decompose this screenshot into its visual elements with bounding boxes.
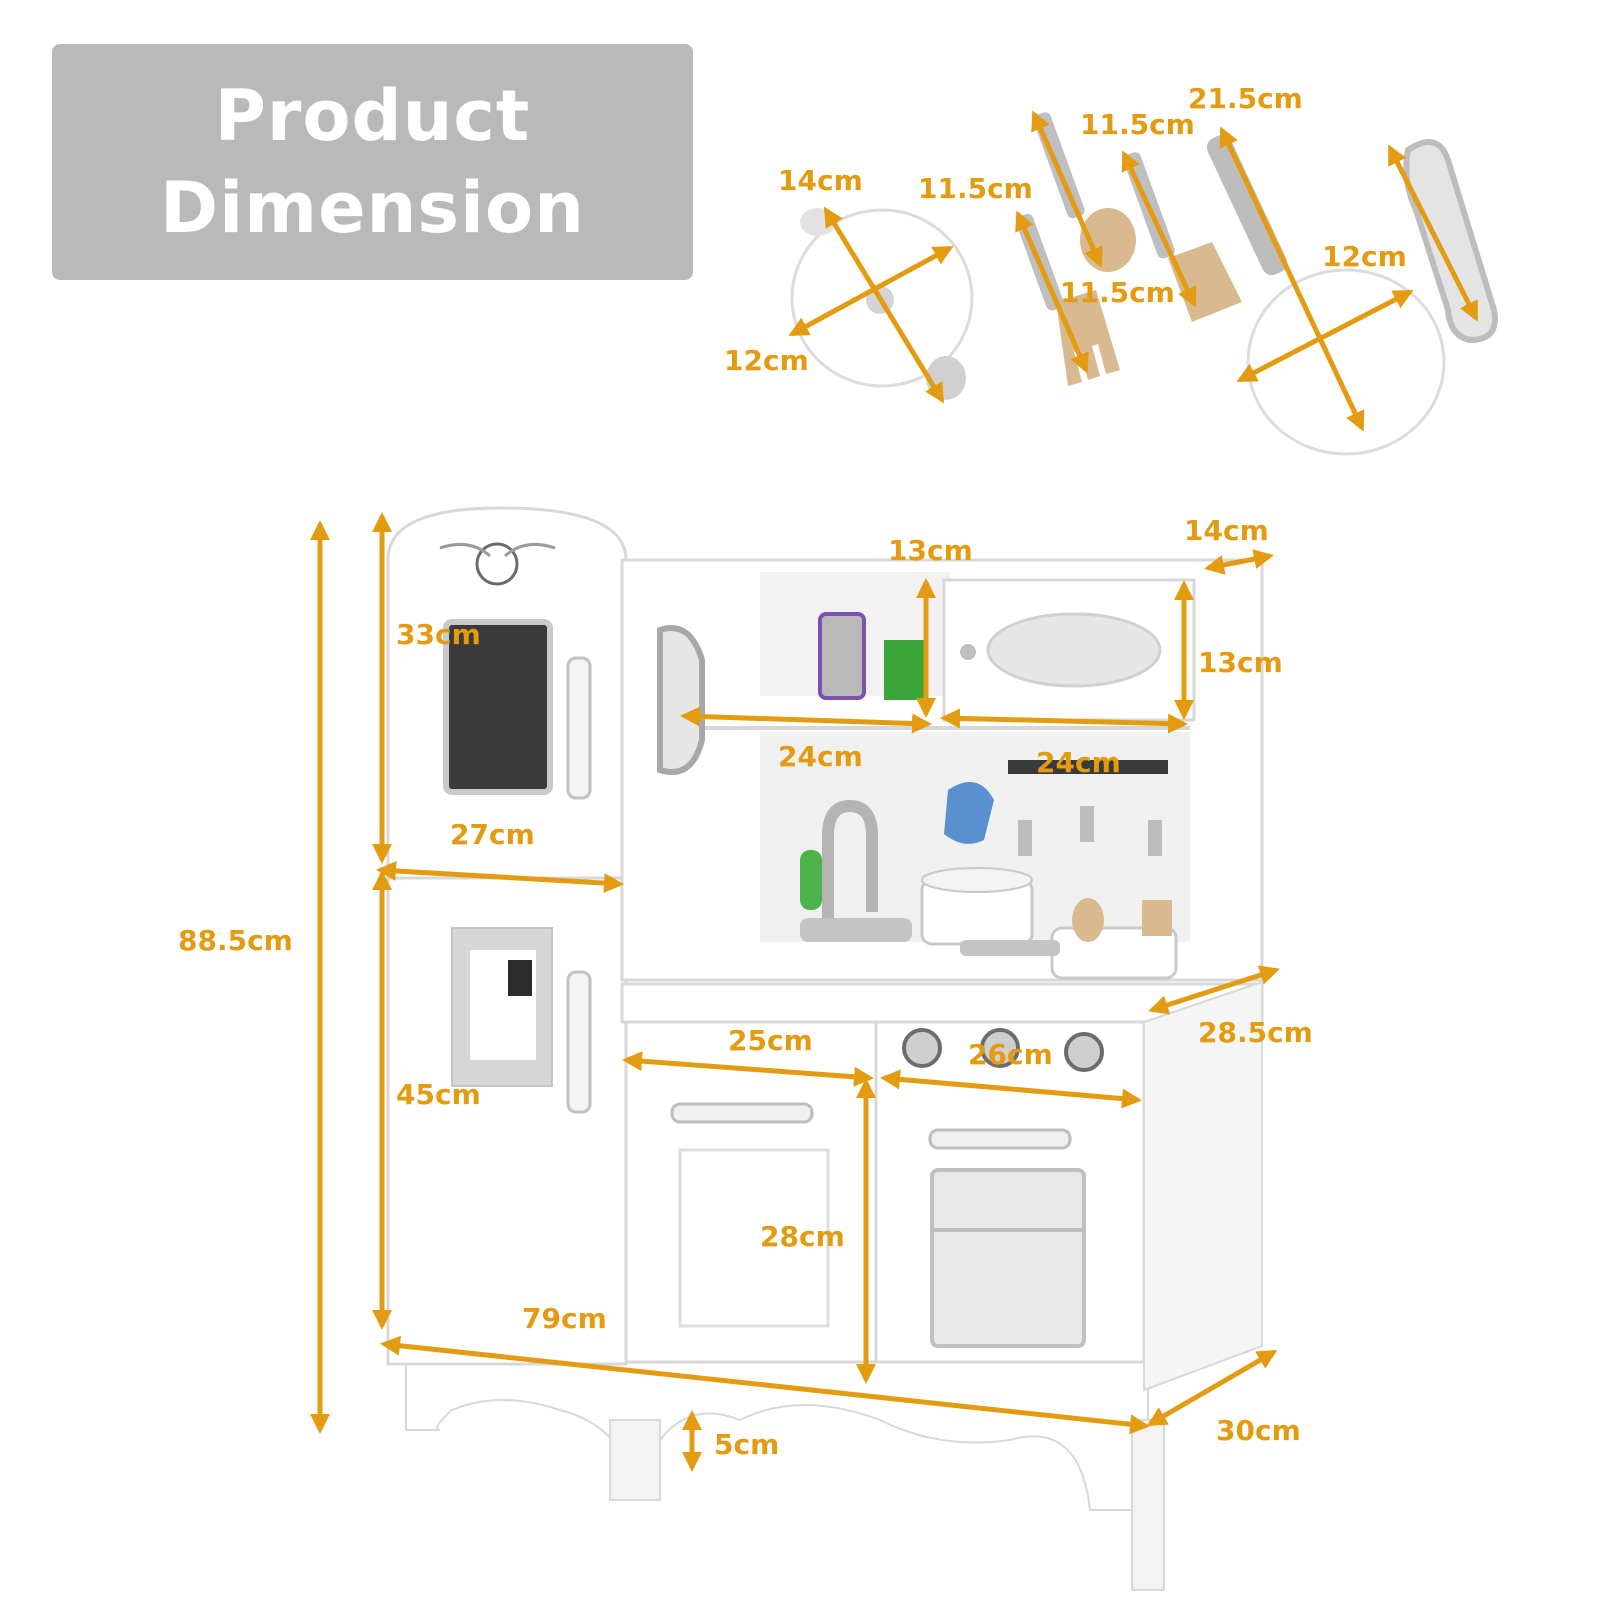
countertop-depth-label: 28.5cm [1198,1016,1313,1049]
cup-icon [884,640,924,700]
shelf-height-label: 13cm [888,534,973,567]
oven-mitt-icon [944,782,994,844]
telephone-icon [657,625,705,775]
clock-icon [439,542,556,586]
oven-window [930,1168,1086,1348]
grater-icon [818,612,866,700]
top-depth-label: 14cm [1184,514,1269,547]
cabinet-handle [670,1102,814,1124]
fridge-lower-handle [566,970,592,1114]
shelf-width-label: 24cm [778,740,863,773]
oven-handle [928,1128,1072,1150]
fridge-width-label: 27cm [450,818,535,851]
depth-label: 30cm [1216,1414,1301,1447]
total-height-label: 88.5cm [178,924,293,957]
cactus-icon [800,850,822,910]
frying-pan-length-label: 21.5cm [1188,82,1303,115]
oven-width-label: 26cm [968,1038,1053,1071]
frying-pan-width-label: 12cm [1322,240,1407,273]
stove-knob-icon [902,1028,1104,1072]
microwave-height-label: 13cm [1198,646,1283,679]
fork-length-label: 11.5cm [918,172,1033,205]
kitchen-illustration [386,506,1264,1591]
faucet-icon [800,799,912,942]
pot-length-label: 14cm [778,164,863,197]
lower-fridge-height-label: 45cm [396,1078,481,1111]
fridge-upper-handle [566,656,592,800]
title-line-1: Product [214,75,531,157]
title-line-2: Dimension [160,167,585,249]
cabinet-height-label: 28cm [760,1220,845,1253]
chalkboard [443,619,553,795]
pot-on-stove [920,867,1034,946]
total-width-label: 79cm [522,1302,607,1335]
cabinet-width-label: 25cm [728,1024,813,1057]
upper-fridge-height-label: 33cm [396,618,481,651]
spoon-length-label: 11.5cm [1060,276,1175,309]
leg-height-label: 5cm [714,1428,779,1461]
hanging-utensils [1018,806,1172,942]
microwave-width-label: 24cm [1036,746,1121,779]
title-banner: Product Dimension [52,44,693,280]
dimension-lines [310,110,1479,1472]
pot-width-label: 12cm [724,344,809,377]
spatula-length-label: 11.5cm [1080,108,1195,141]
